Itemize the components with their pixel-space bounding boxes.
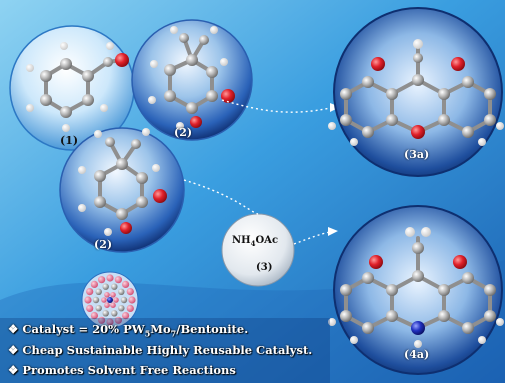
catalyst-atom — [86, 288, 94, 296]
label-product-3a: (3a) — [404, 148, 430, 161]
catalyst-atom — [98, 276, 106, 284]
bullet-reusable-text: Cheap Sustainable Highly Reusable Cataly… — [22, 343, 313, 357]
reagent-formula-prefix: NH — [232, 235, 251, 246]
label-molecule-2-top: (2) — [174, 126, 193, 139]
catalyst-atom — [90, 312, 98, 320]
label-molecule-1: (1) — [60, 134, 79, 147]
arrow-to-4a — [183, 179, 259, 215]
bullet-catalyst-pre: Catalyst = 20% PW — [22, 322, 145, 336]
product-3a-sphere — [328, 7, 504, 177]
reagent-formula-suffix: OAc — [255, 235, 279, 246]
catalyst-atom — [102, 310, 109, 317]
bullet-catalyst-sub2: 7 — [170, 328, 177, 339]
bullet-solvent-free-text: Promotes Solvent Free Reactions — [22, 363, 236, 377]
bullet-catalyst-mid: Mo — [150, 322, 171, 336]
catalyst-atom — [122, 280, 130, 288]
molecule-2-bottom-sphere — [59, 127, 185, 253]
arrow-to-4a-2 — [293, 231, 331, 245]
atom-group-3a — [328, 39, 504, 146]
product-4a-sphere — [328, 205, 504, 375]
catalyst-atom — [90, 280, 98, 288]
atom-group-2b — [78, 128, 167, 236]
molecule-2-top-sphere — [131, 19, 253, 141]
catalyst-atom — [122, 312, 130, 320]
catalyst-atom — [101, 297, 107, 303]
bullet-catalyst-post: /Bentonite. — [176, 322, 249, 336]
catalyst-atom — [95, 305, 102, 312]
label-molecule-2-bottom: (2) — [94, 238, 113, 251]
catalyst-atom — [104, 292, 110, 298]
catalyst-atom — [110, 292, 116, 298]
catalyst-atom — [113, 297, 119, 303]
catalyst-atom — [95, 288, 102, 295]
diamond-bullet-icon: ❖ — [8, 343, 19, 357]
atom-group-2a — [148, 26, 235, 130]
diamond-bullet-icon: ❖ — [8, 322, 19, 336]
catalyst-atom — [110, 302, 116, 309]
catalyst-atom — [92, 296, 100, 304]
bullet-catalyst-sub1: 5 — [144, 328, 151, 339]
atom-group-1 — [26, 42, 129, 132]
label-product-4a: (4a) — [404, 348, 430, 361]
catalyst-atom — [86, 304, 94, 312]
catalyst-atom — [118, 305, 125, 312]
catalyst-atom — [126, 288, 134, 296]
bullet-reusable: ❖ Cheap Sustainable Highly Reusable Cata… — [8, 343, 312, 357]
catalyst-atom — [104, 302, 110, 309]
atom-group-4a — [328, 227, 504, 348]
catalyst-atom — [102, 283, 109, 290]
catalyst-core-atom — [107, 297, 113, 303]
molecule-1-sphere — [9, 25, 135, 151]
catalyst-atom — [128, 296, 136, 304]
bullet-catalyst: ❖ Catalyst = 20% PW5Mo7/Bentonite. — [8, 322, 248, 338]
catalyst-atom — [111, 283, 118, 290]
arrow-to-4a-head — [328, 227, 338, 236]
catalyst-atom — [84, 296, 92, 304]
bullet-solvent-free: ❖ Promotes Solvent Free Reactions — [8, 363, 236, 377]
catalyst-atom — [120, 296, 128, 304]
catalyst-atom — [106, 274, 114, 282]
bullet-banner — [0, 318, 330, 383]
catalyst-atom — [114, 316, 122, 324]
catalyst-atom — [126, 304, 134, 312]
catalyst-polyoxometalate — [81, 271, 139, 329]
reagent-sphere — [221, 213, 295, 287]
catalyst-atom — [106, 318, 114, 326]
reagent-formula: NH4OAc — [232, 235, 278, 248]
catalyst-atom — [98, 316, 106, 324]
catalyst-atom — [118, 288, 125, 295]
reagent-formula-subscript: 4 — [250, 239, 256, 248]
reagent-number: (3) — [256, 262, 273, 273]
catalyst-atom — [114, 276, 122, 284]
diamond-bullet-icon: ❖ — [8, 363, 19, 377]
arrow-to-3a — [221, 99, 331, 113]
catalyst-atom — [111, 310, 118, 317]
